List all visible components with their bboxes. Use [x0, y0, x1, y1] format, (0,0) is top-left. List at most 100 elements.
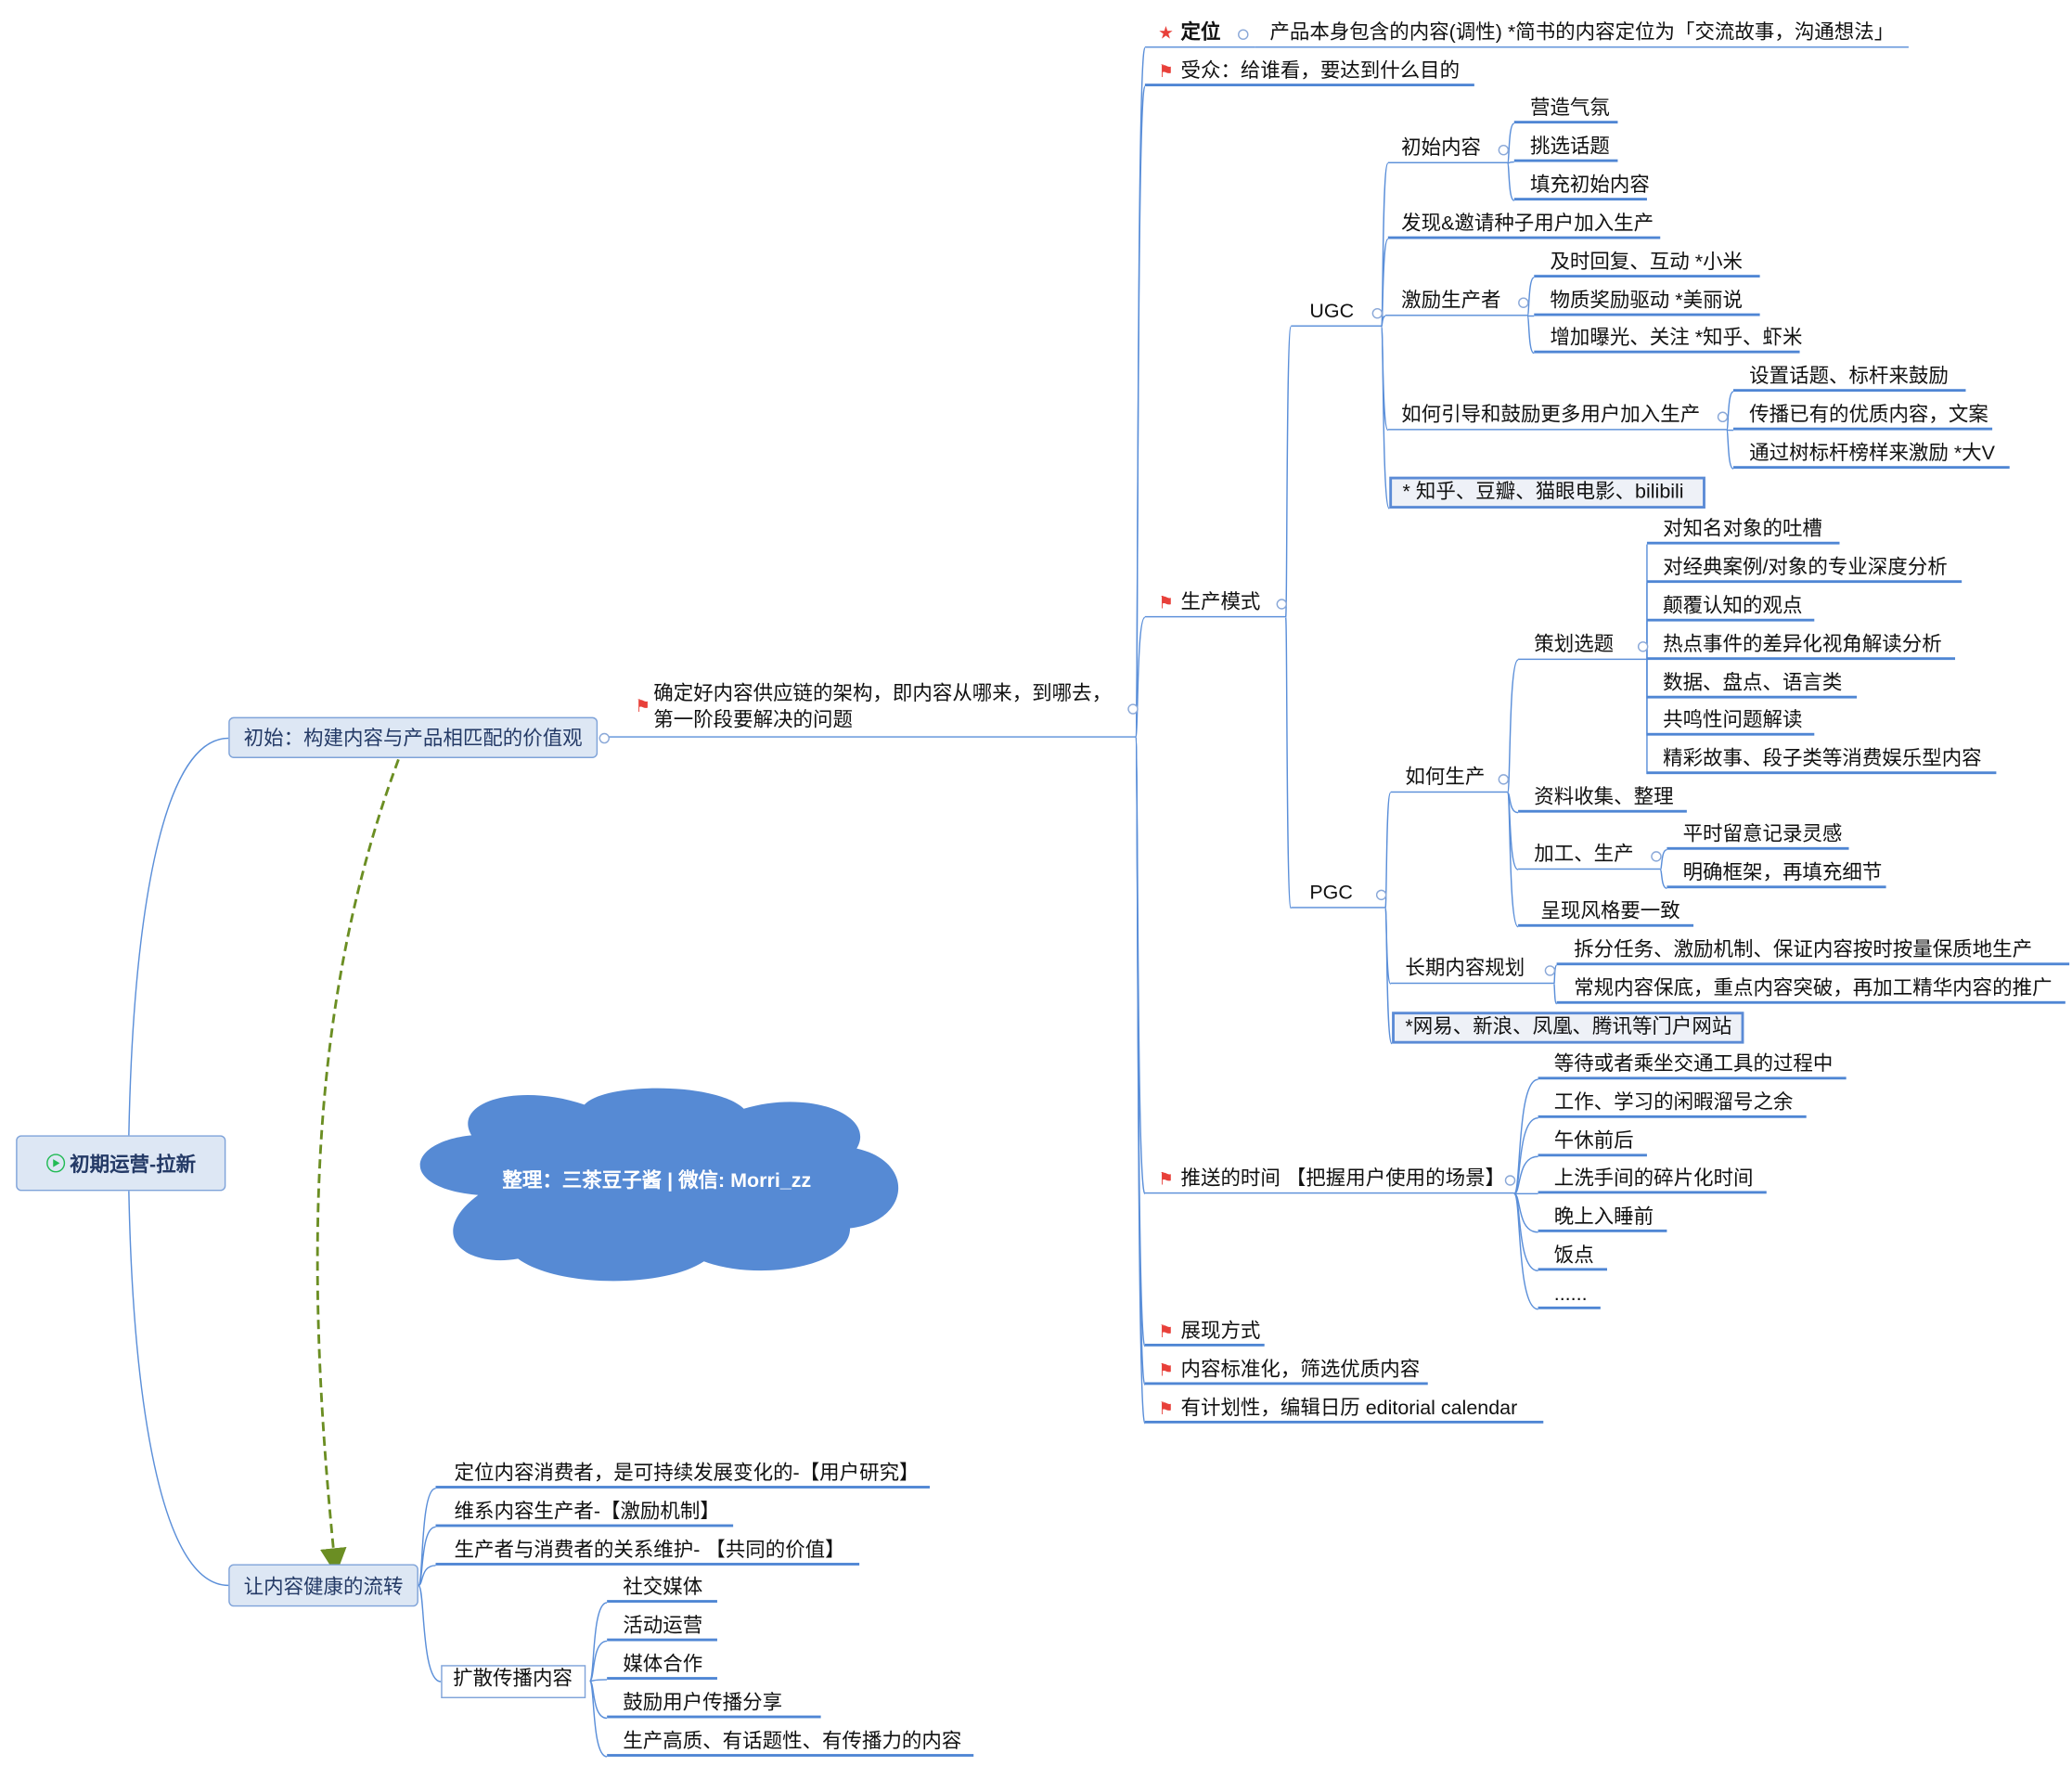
collapse-toggle[interactable] — [598, 732, 611, 744]
topic-ts6[interactable]: 饭点 — [1538, 1243, 1607, 1271]
topic-ks1[interactable]: 社交媒体 — [607, 1575, 717, 1603]
topic-cs1[interactable]: 营造气氛 — [1513, 96, 1618, 124]
connector-ks2 — [588, 1640, 608, 1682]
connector-pgc — [1284, 616, 1293, 909]
topic-lz3[interactable]: 生产者与消费者的关系维护- 【共同的价值】 — [435, 1538, 860, 1566]
topic-ts[interactable]: ⚑推送的时间 【把握用户使用的场景】 — [1144, 1166, 1514, 1194]
topic-jg2[interactable]: 明确框架，再填充细节 — [1667, 860, 1886, 889]
topic-ts2[interactable]: 工作、学习的闲暇溜号之余 — [1538, 1090, 1807, 1118]
topic-jl2[interactable]: 物质奖励驱动 *美丽说 — [1534, 288, 1760, 316]
center-note[interactable]: 确定好内容供应链的架构，即内容从哪来，到哪去， 第一阶段要解决的问题 — [653, 681, 1112, 734]
collapse-toggle[interactable] — [1238, 29, 1249, 40]
topic-scms[interactable]: ⚑生产模式 — [1144, 589, 1286, 618]
topic-sz[interactable]: ⚑受众：给谁看，要达到什么目的 — [1144, 58, 1474, 87]
collapse-toggle[interactable] — [1371, 307, 1383, 319]
topic-ks4[interactable]: 鼓励用户传播分享 — [607, 1690, 821, 1719]
topic-cs2[interactable]: 挑选话题 — [1513, 135, 1618, 162]
topic-ks2[interactable]: 活动运营 — [607, 1613, 717, 1642]
branch-initial-topic[interactable]: 初始：构建内容与产品相匹配的价值观 — [228, 716, 598, 758]
connector-yd3 — [1726, 429, 1734, 470]
topic-ugc[interactable]: UGC — [1291, 299, 1382, 327]
topic-jl1[interactable]: 及时回复、互动 *小米 — [1534, 250, 1760, 278]
center-note-line1: 确定好内容供应链的架构，即内容从哪来，到哪去， — [653, 682, 1113, 705]
topic-fg[interactable]: 呈现风格要一致 — [1518, 899, 1694, 927]
topic-label: 扩散传播内容 — [453, 1668, 573, 1691]
topic-yd[interactable]: 如何引导和鼓励更多用户加入生产 — [1387, 403, 1727, 431]
topic-cs3[interactable]: 填充初始内容 — [1513, 173, 1650, 201]
topic-ch3[interactable]: 颠覆认知的观点 — [1646, 594, 1815, 622]
topic-bz[interactable]: ⚑ 内容标准化，筛选优质内容 — [1144, 1357, 1428, 1386]
topic-ch6[interactable]: 共鸣性问题解读 — [1646, 708, 1815, 736]
topic-label: 初始内容 — [1401, 136, 1482, 160]
topic-zx[interactable]: ⚑展现方式 — [1144, 1319, 1265, 1347]
topic-ts7[interactable]: ...... — [1538, 1282, 1601, 1309]
topic-ch1[interactable]: 对知名对象的吐槽 — [1646, 517, 1840, 545]
topic-label: 内容标准化，筛选优质内容 — [1180, 1358, 1421, 1382]
connector-ts3 — [1513, 1155, 1538, 1195]
connector-ts1 — [1513, 1078, 1538, 1195]
collapse-toggle[interactable] — [1276, 599, 1288, 610]
topic-jg1[interactable]: 平时留意记录灵感 — [1667, 822, 1849, 850]
topic-dw[interactable]: ★定位 — [1144, 19, 1255, 48]
collapse-toggle[interactable] — [1498, 144, 1510, 156]
connector-lz2 — [418, 1526, 436, 1587]
topic-cq1[interactable]: 拆分任务、激励机制、保证内容按时按量保质地生产 — [1556, 937, 2070, 966]
topic-yd1[interactable]: 设置话题、标杆来鼓励 — [1732, 364, 1966, 393]
topic-label: 物质奖励驱动 *美丽说 — [1550, 289, 1744, 313]
topic-jl[interactable]: 激励生产者 — [1384, 288, 1528, 316]
topic-jh[interactable]: ⚑有计划性，编辑日历 editorial calendar — [1144, 1396, 1544, 1424]
topic-ugc_ex[interactable]: * 知乎、豆瓣、猫眼电影、bilibili — [1389, 476, 1705, 509]
connector-cs2 — [1507, 161, 1514, 164]
topic-ch7[interactable]: 精彩故事、段子类等消费娱乐型内容 — [1646, 746, 1997, 775]
topic-label: 发现&邀请种子用户加入生产 — [1401, 212, 1654, 236]
collapse-toggle[interactable] — [1127, 703, 1139, 715]
topic-rh[interactable]: 如何生产 — [1390, 765, 1508, 793]
topic-lz2[interactable]: 维系内容生产者-【激励机制】 — [435, 1499, 734, 1528]
topic-label: 定位内容消费者，是可持续发展变化的-【用户研究】 — [454, 1462, 920, 1485]
branch-flow-topic[interactable]: 让内容健康的流转 — [228, 1564, 418, 1607]
collapse-toggle[interactable] — [1498, 774, 1510, 785]
connector-jg2 — [1659, 869, 1667, 889]
topic-cq[interactable]: 长期内容规划 — [1390, 956, 1554, 985]
flag-icon: ⚑ — [1158, 1360, 1174, 1380]
topic-label: 加工、生产 — [1534, 843, 1634, 866]
topic-zl[interactable]: 资料收集、整理 — [1518, 785, 1687, 813]
collapse-toggle[interactable] — [1717, 411, 1729, 422]
topic-ks3[interactable]: 媒体合作 — [607, 1652, 717, 1680]
watermark-text: 整理：三茶豆子酱 | 微信: Morri_zz — [502, 1169, 812, 1192]
collapse-toggle[interactable] — [1504, 1175, 1516, 1186]
topic-ts5[interactable]: 晚上入睡前 — [1538, 1205, 1667, 1232]
topic-cs[interactable]: 初始内容 — [1387, 135, 1508, 163]
connector-dw — [1135, 46, 1146, 738]
topic-ch5[interactable]: 数据、盘点、语言类 — [1646, 671, 1858, 699]
topic-ks[interactable]: 扩散传播内容 — [441, 1665, 586, 1698]
collapse-toggle[interactable] — [1651, 851, 1662, 862]
topic-ts4[interactable]: 上洗手间的碎片化时间 — [1538, 1166, 1767, 1194]
topic-ch[interactable]: 策划选题 — [1518, 632, 1647, 661]
topic-ts1[interactable]: 等待或者乘坐交通工具的过程中 — [1538, 1051, 1847, 1080]
collapse-toggle[interactable] — [1544, 965, 1556, 976]
topic-label: 设置话题、标杆来鼓励 — [1749, 365, 1949, 388]
topic-label: * 知乎、豆瓣、猫眼电影、bilibili — [1402, 480, 1684, 504]
topic-ks5[interactable]: 生产高质、有话题性、有传播力的内容 — [607, 1729, 974, 1757]
topic-cq2[interactable]: 常规内容保底，重点内容突破，再加工精华内容的推广 — [1556, 976, 2066, 1004]
topic-jg[interactable]: 加工、生产 — [1518, 842, 1661, 870]
collapse-toggle[interactable] — [1637, 641, 1649, 652]
topic-ts3[interactable]: 午休前后 — [1538, 1128, 1647, 1157]
topic-jl3[interactable]: 增加曝光、关注 *知乎、虾米 — [1534, 326, 1802, 354]
topic-dw_c[interactable]: 产品本身包含的内容(调性) *简书的内容定位为「交流故事，沟通想法」 — [1255, 19, 1909, 48]
topic-fx[interactable]: 发现&邀请种子用户加入生产 — [1387, 211, 1661, 239]
topic-lz1[interactable]: 定位内容消费者，是可持续发展变化的-【用户研究】 — [435, 1461, 930, 1489]
topic-pgc_ex[interactable]: *网易、新浪、凤凰、腾讯等门户网站 — [1392, 1012, 1744, 1044]
collapse-toggle[interactable] — [1518, 297, 1529, 308]
collapse-toggle[interactable] — [1375, 889, 1387, 901]
topic-ch2[interactable]: 对经典案例/对象的专业深度分析 — [1646, 555, 1963, 584]
topic-label: 工作、学习的闲暇溜号之余 — [1553, 1091, 1794, 1115]
topic-ch4[interactable]: 热点事件的差异化视角解读分析 — [1646, 632, 1956, 661]
topic-label: 颠覆认知的观点 — [1663, 594, 1803, 618]
root-topic[interactable]: 初期运营-拉新 — [16, 1135, 226, 1192]
topic-yd3[interactable]: 通过树标杆榜样来激励 *大V — [1732, 441, 2010, 470]
topic-pgc[interactable]: PGC — [1291, 881, 1385, 909]
topic-yd2[interactable]: 传播已有的优质内容，文案 — [1732, 403, 1993, 431]
